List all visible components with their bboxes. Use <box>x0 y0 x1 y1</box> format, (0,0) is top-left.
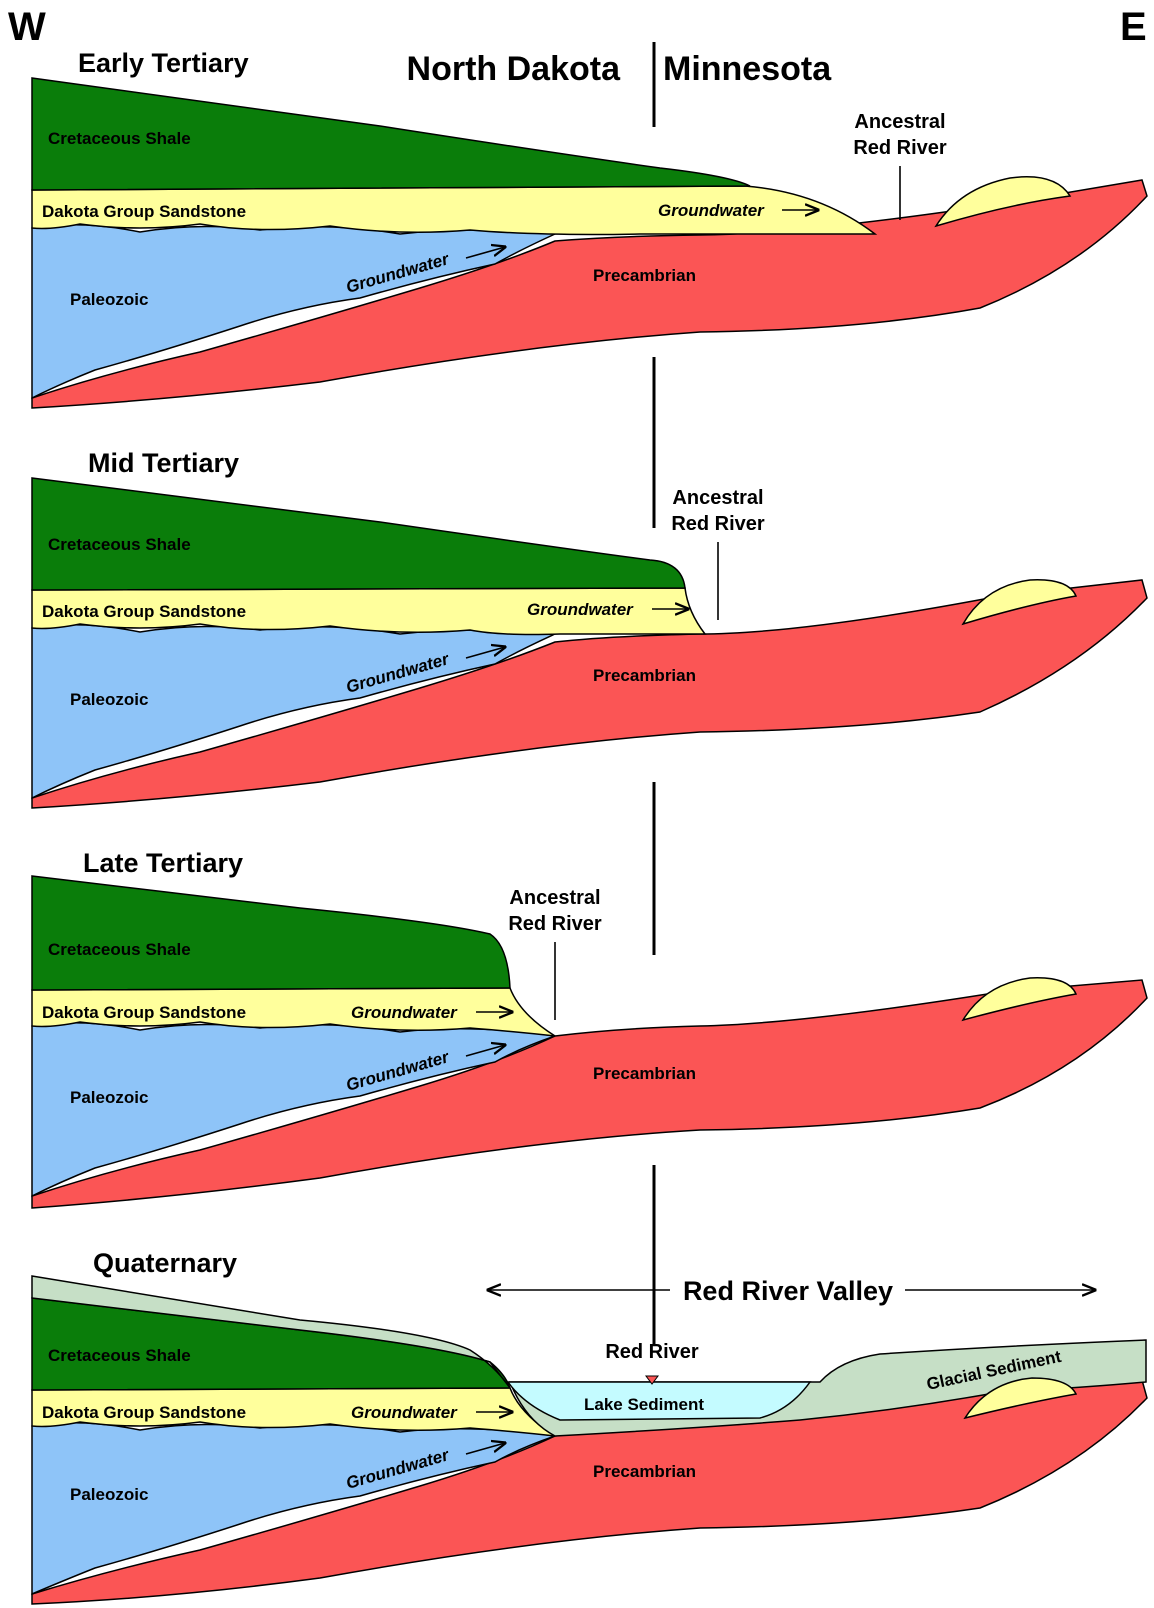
lake-sediment-label: Lake Sediment <box>584 1395 704 1414</box>
paleozoic-label: Paleozoic <box>70 290 148 309</box>
cretaceous-shale-label: Cretaceous Shale <box>48 535 191 554</box>
groundwater-label: Groundwater <box>351 1003 458 1022</box>
dakota-sandstone-label: Dakota Group Sandstone <box>42 1003 246 1022</box>
panel-title: Late Tertiary <box>83 848 243 878</box>
panel-title: Mid Tertiary <box>88 448 239 478</box>
river-label: Red River <box>671 513 765 535</box>
dakota-sandstone-label: Dakota Group Sandstone <box>42 1403 246 1422</box>
paleozoic-label: Paleozoic <box>70 690 148 709</box>
groundwater-label: Groundwater <box>527 600 634 619</box>
cretaceous-shale-label: Cretaceous Shale <box>48 940 191 959</box>
cretaceous-shale-layer <box>32 876 510 990</box>
panel-quaternary <box>32 1276 1147 1604</box>
river-label: Ancestral <box>672 487 763 509</box>
panel-early-tertiary <box>32 78 1147 408</box>
paleozoic-label: Paleozoic <box>70 1088 148 1107</box>
river-label: Ancestral <box>854 111 945 133</box>
east-label: E <box>1120 5 1147 49</box>
precambrian-label: Precambrian <box>593 1462 696 1481</box>
groundwater-label: Groundwater <box>658 201 765 220</box>
red-river-valley-label: Red River Valley <box>683 1276 893 1306</box>
river-label: Red River <box>853 137 947 159</box>
cretaceous-shale-label: Cretaceous Shale <box>48 129 191 148</box>
precambrian-label: Precambrian <box>593 1064 696 1083</box>
west-label: W <box>8 5 46 49</box>
red-river-label: Red River <box>605 1341 699 1363</box>
panel-title: Early Tertiary <box>78 48 249 78</box>
river-label: Red River <box>508 913 602 935</box>
groundwater-label: Groundwater <box>351 1403 458 1422</box>
river-label: Ancestral <box>509 887 600 909</box>
panel-mid-tertiary <box>32 478 1147 808</box>
minnesota-label: Minnesota <box>663 50 832 88</box>
precambrian-label: Precambrian <box>593 266 696 285</box>
dakota-sandstone-label: Dakota Group Sandstone <box>42 602 246 621</box>
north-dakota-label: North Dakota <box>407 50 622 88</box>
precambrian-label: Precambrian <box>593 666 696 685</box>
cretaceous-shale-layer <box>32 478 685 590</box>
panel-title: Quaternary <box>93 1248 237 1278</box>
dakota-sandstone-label: Dakota Group Sandstone <box>42 202 246 221</box>
paleozoic-label: Paleozoic <box>70 1485 148 1504</box>
cretaceous-shale-label: Cretaceous Shale <box>48 1346 191 1365</box>
